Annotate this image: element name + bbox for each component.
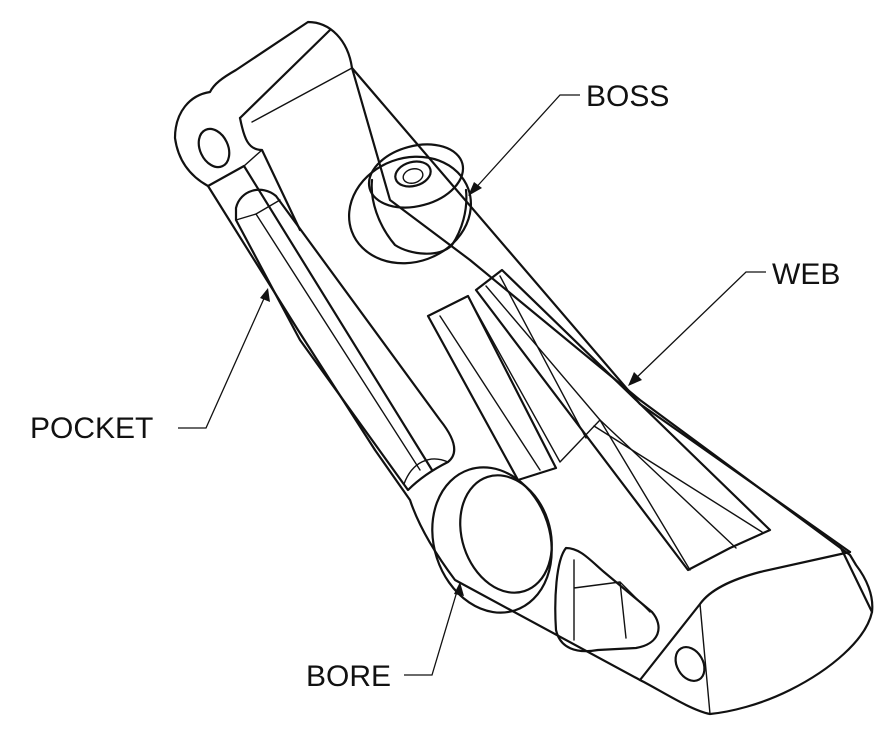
top-edge-upper <box>238 28 332 120</box>
boss-feature <box>347 143 473 265</box>
web-arrowhead <box>628 372 642 386</box>
web-leader <box>633 271 766 381</box>
boss-hole-inner <box>402 168 424 184</box>
web-label: WEB <box>772 258 840 291</box>
pocket-bottom-curve <box>403 458 449 485</box>
top-face-long-edge <box>350 66 852 554</box>
boss-cylinder-body <box>370 178 468 255</box>
pocket-floor-edge <box>255 199 281 215</box>
bore-inner <box>459 474 553 594</box>
left-side-inner-edge <box>243 149 263 167</box>
boss-leader <box>471 94 580 193</box>
triangle-cutout-outline <box>554 546 660 653</box>
web-feature <box>426 268 772 572</box>
pocket-label: POCKET <box>30 412 153 445</box>
left-mounting-hole <box>197 127 231 169</box>
web-rib-1 <box>439 315 541 471</box>
bore-feature <box>431 466 553 614</box>
boss-label: BOSS <box>586 80 669 113</box>
pocket-arrowhead <box>260 288 270 302</box>
pocket-feature <box>234 188 456 492</box>
web-rib-4 <box>499 275 587 439</box>
pocket-inner-wall <box>235 213 421 471</box>
callout-web: WEB <box>628 258 840 386</box>
right-end-face <box>699 603 711 715</box>
callout-boss: BOSS <box>468 80 669 196</box>
triangle-cutout-inner <box>573 559 651 641</box>
boss-arrowhead <box>468 182 482 196</box>
right-end-edge <box>838 544 874 614</box>
right-end-bottom <box>638 550 852 682</box>
pocket-outline <box>234 188 456 492</box>
bore-outer <box>431 466 553 614</box>
left-side-edge <box>206 164 434 472</box>
pocket-leader <box>178 293 267 429</box>
right-mounting-hole <box>674 646 706 682</box>
bore-arrowhead <box>454 582 464 596</box>
boss-base-ring <box>347 155 473 265</box>
web-recess-right <box>474 268 772 572</box>
boss-top-face <box>367 143 465 209</box>
callout-pocket: POCKET <box>30 288 270 445</box>
web-rib-2 <box>469 299 691 571</box>
top-edge-inner <box>251 67 353 123</box>
callout-bore: BORE <box>306 582 464 693</box>
web-rib-5 <box>593 425 763 533</box>
side-lower-edge <box>238 116 302 232</box>
top-face-outline <box>173 20 874 716</box>
boss-hole <box>394 160 432 188</box>
bore-leader <box>404 587 459 676</box>
bore-label: BORE <box>306 660 391 693</box>
bracket-body <box>173 20 874 716</box>
web-rib-3 <box>485 285 737 549</box>
web-recess-left <box>426 294 558 482</box>
triangle-cutout <box>554 546 660 653</box>
